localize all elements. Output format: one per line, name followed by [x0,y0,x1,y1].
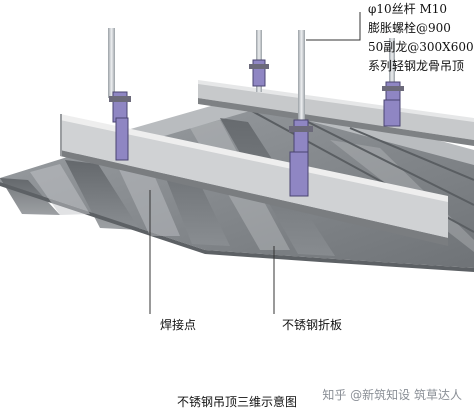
watermark: 知乎 @新筑知设 筑草达人 [322,388,462,402]
rod-1 [108,28,115,98]
callout-leaders [149,12,361,314]
clip-1 [109,91,131,161]
weld-point-label: 焊接点 [160,318,197,332]
rod-leader [306,12,361,41]
clip-2 [249,59,269,87]
rod-callout: φ10丝杆 M10 [368,2,448,16]
hanger-clips [109,59,404,197]
rod-4 [389,38,395,98]
rear-keel-beam [198,80,474,146]
clip-3 [289,119,313,197]
series-callout: 系列轻钢龙骨吊顶 [368,59,465,73]
rod-3 [298,30,305,130]
figure-caption: 不锈钢吊顶三维示意图 [176,395,297,409]
clip-4 [382,81,404,127]
folded-panel-label: 不锈钢折板 [282,318,343,332]
bolt-callout: 膨胀螺栓@900 [368,21,451,35]
keel-callout: 50副龙@300X600 [368,40,474,54]
main-keel-beam [60,114,448,246]
